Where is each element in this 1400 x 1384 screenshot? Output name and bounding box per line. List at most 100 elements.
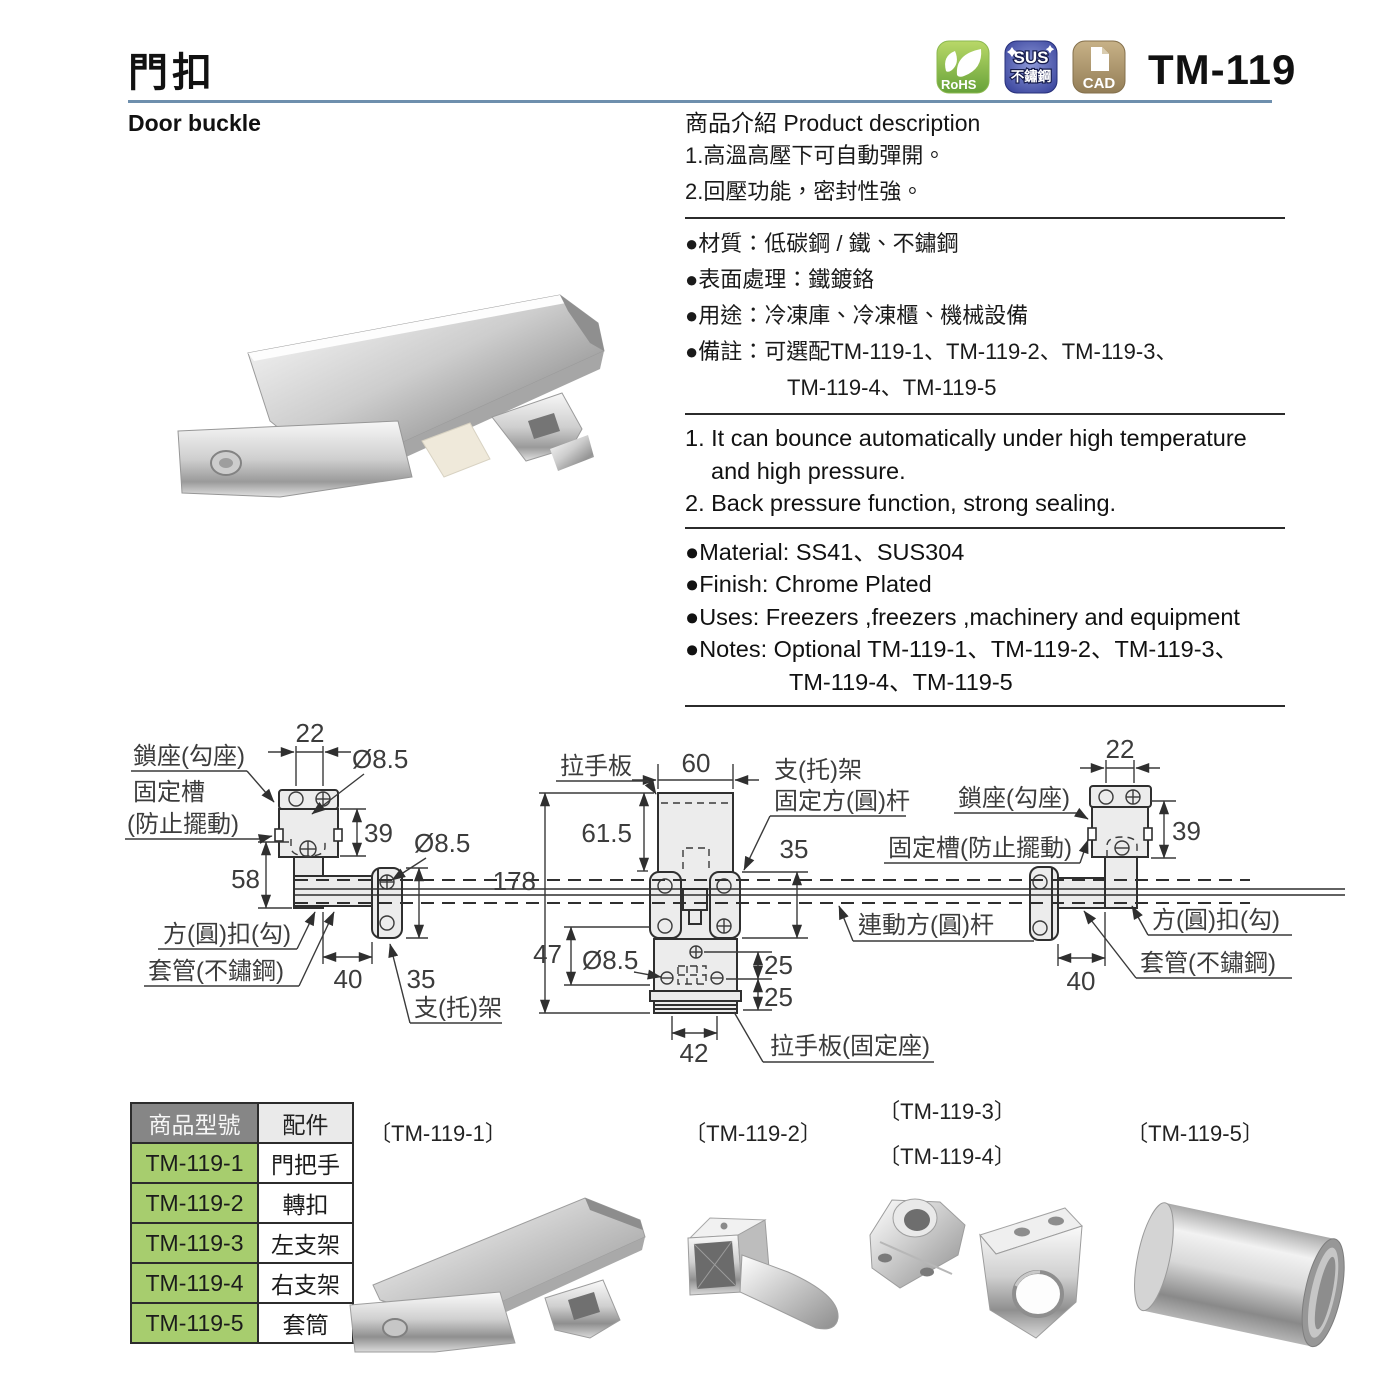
model-cell: TM-119-2 xyxy=(130,1182,259,1224)
zh-feature-line: 2.回壓功能，密封性強。 xyxy=(685,179,924,204)
drawing-left-assembly xyxy=(274,789,403,939)
dim-label: 40 xyxy=(334,964,363,994)
part-label: 方(圓)扣(勾) xyxy=(163,921,291,948)
part-cell: 門把手 xyxy=(257,1142,354,1184)
accessory-label: 〔TM-119-4〕 xyxy=(878,1144,1016,1169)
technical-drawing: 22 Ø8.5 39 58 Ø8.5 40 35 鎖座(勾座) 固定槽 (防止擺… xyxy=(125,718,1345,1068)
description-heading: 商品介紹 Product description xyxy=(685,110,981,136)
dim-label: 58 xyxy=(231,864,260,894)
part-label: 拉手板 xyxy=(560,753,632,780)
dim-label: 25 xyxy=(764,982,793,1012)
zh-feature-line: 1.高溫高壓下可自動彈開。 xyxy=(685,143,946,168)
sus-sublabel: 不鏽鋼 xyxy=(1011,68,1052,84)
accessory-table: 商品型號 配件 TM-119-1 門把手 TM-119-2 轉扣 TM-119-… xyxy=(130,1102,354,1344)
part-cell: 左支架 xyxy=(257,1222,354,1264)
dim-label: Ø8.5 xyxy=(352,744,408,774)
part-label: 固定槽 xyxy=(133,779,205,806)
rohs-icon: RoHS xyxy=(936,40,990,94)
en-spec-line: TM-119-4、TM-119-5 xyxy=(789,668,1013,695)
col-header-model: 商品型號 xyxy=(130,1102,259,1144)
model-cell: TM-119-4 xyxy=(130,1262,259,1304)
header-divider xyxy=(128,100,1272,103)
dim-label: 39 xyxy=(364,818,393,848)
page-subtitle: Door buckle xyxy=(128,110,261,136)
dim-label: 60 xyxy=(682,748,711,778)
drawing-center-dims: 60 拉手板 支(托)架 固定方(圓)杆 61.5 178 35 47 Ø8.5 xyxy=(493,748,1034,1068)
part-cell: 套筒 xyxy=(257,1302,354,1344)
part-label: 固定方(圓)杆 xyxy=(774,788,910,815)
divider xyxy=(685,217,1285,219)
accessory-label: 〔TM-119-1〕 xyxy=(369,1121,507,1146)
part-label: 方(圓)扣(勾) xyxy=(1152,907,1280,934)
zh-spec-line: TM-119-4、TM-119-5 xyxy=(787,375,997,400)
sparkle-icon xyxy=(1007,47,1017,57)
dim-label: 47 xyxy=(533,939,562,969)
latch-base-plate xyxy=(177,420,413,498)
en-feature-line: and high pressure. xyxy=(711,457,906,484)
table-row: TM-119-5 套筒 xyxy=(130,1302,354,1344)
linkage-rod-lines xyxy=(294,879,1345,904)
dim-label: 39 xyxy=(1172,816,1201,846)
dim-label: 178 xyxy=(493,866,536,896)
cad-label: CAD xyxy=(1083,75,1116,92)
sus-label: SUS xyxy=(1014,48,1049,67)
part-label: 支(托)架 xyxy=(774,757,862,784)
photo-tm-119-1 xyxy=(349,1197,646,1353)
leaf-icon xyxy=(945,51,957,72)
col-header-part: 配件 xyxy=(257,1102,354,1144)
photo-tm-119-5 xyxy=(1134,1202,1345,1348)
dim-label: 25 xyxy=(764,950,793,980)
dim-label: Ø8.5 xyxy=(582,945,638,975)
en-spec-line: ●Material: SS41、SUS304 xyxy=(685,538,965,565)
part-cell: 右支架 xyxy=(257,1262,354,1304)
dim-label: 40 xyxy=(1067,966,1096,996)
main-product-photo xyxy=(177,294,605,498)
zh-spec-line: ●材質：低碳鋼 / 鐵、不鏽鋼 xyxy=(685,231,959,256)
product-description: 商品介紹 Product description 1.高溫高壓下可自動彈開。 2… xyxy=(685,108,1285,714)
divider xyxy=(685,526,1285,529)
page-title: 門扣 xyxy=(128,51,216,95)
part-label: 連動方(圓)杆 xyxy=(858,912,994,939)
sus-stainless-icon: SUS 不鏽鋼 xyxy=(1004,40,1058,94)
table-row: TM-119-1 門把手 xyxy=(130,1142,354,1184)
photo-tm-119-4 xyxy=(979,1207,1083,1339)
zh-spec-line: ●表面處理：鐵鍍鉻 xyxy=(685,267,875,292)
dim-label: Ø8.5 xyxy=(414,828,470,858)
accessory-label: 〔TM-119-2〕 xyxy=(684,1121,822,1146)
en-spec-line: ●Uses: Freezers ,freezers ,machinery and… xyxy=(685,603,1240,630)
badge-row: RoHS SUS 不鏽鋼 CAD xyxy=(936,40,1126,94)
table-header-row: 商品型號 配件 xyxy=(130,1102,354,1144)
table-row: TM-119-2 轉扣 xyxy=(130,1182,354,1224)
part-label: (防止擺動) xyxy=(127,811,239,838)
part-label: 套管(不鏽鋼) xyxy=(1140,950,1276,977)
part-label: 支(托)架 xyxy=(414,995,502,1022)
drawing-left-dims: 22 Ø8.5 39 58 Ø8.5 40 35 鎖座(勾座) 固定槽 (防止擺… xyxy=(125,718,502,1024)
table-row: TM-119-3 左支架 xyxy=(130,1222,354,1264)
photo-tm-119-2 xyxy=(687,1217,839,1330)
divider xyxy=(685,413,1285,415)
en-feature-line: 1. It can bounce automatically under hig… xyxy=(685,425,1247,451)
dim-label: 35 xyxy=(780,834,809,864)
dim-label: 35 xyxy=(407,964,436,994)
sparkle-icon xyxy=(1045,45,1055,54)
part-label: 鎖座(勾座) xyxy=(958,785,1070,812)
model-cell: TM-119-5 xyxy=(130,1302,259,1344)
table-row: TM-119-4 右支架 xyxy=(130,1262,354,1304)
accessory-label: 〔TM-119-3〕 xyxy=(878,1099,1016,1124)
part-cell: 轉扣 xyxy=(257,1182,354,1224)
model-cell: TM-119-3 xyxy=(130,1222,259,1264)
drawing-right-dims: 22 39 40 鎖座(勾座) 固定槽(防止擺動) 方(圓)扣(勾) 套管(不鏽… xyxy=(884,734,1292,996)
en-spec-line: ●Notes: Optional TM-119-1、TM-119-2、TM-11… xyxy=(685,636,1239,662)
en-spec-line: ●Finish: Chrome Plated xyxy=(685,571,932,597)
model-number: TM-119 xyxy=(1148,46,1297,93)
leaf-icon xyxy=(956,49,982,77)
accessory-photos xyxy=(349,1197,1345,1353)
divider xyxy=(685,705,1285,707)
model-cell: TM-119-1 xyxy=(130,1142,259,1184)
latch-spring-pad xyxy=(421,422,491,478)
dim-label: 22 xyxy=(296,718,325,748)
zh-spec-line: ●用途：冷凍庫、冷凍櫃、機械設備 xyxy=(685,303,1029,328)
en-feature-line: 2. Back pressure function, strong sealin… xyxy=(685,490,1117,516)
dim-label: 61.5 xyxy=(581,818,632,848)
